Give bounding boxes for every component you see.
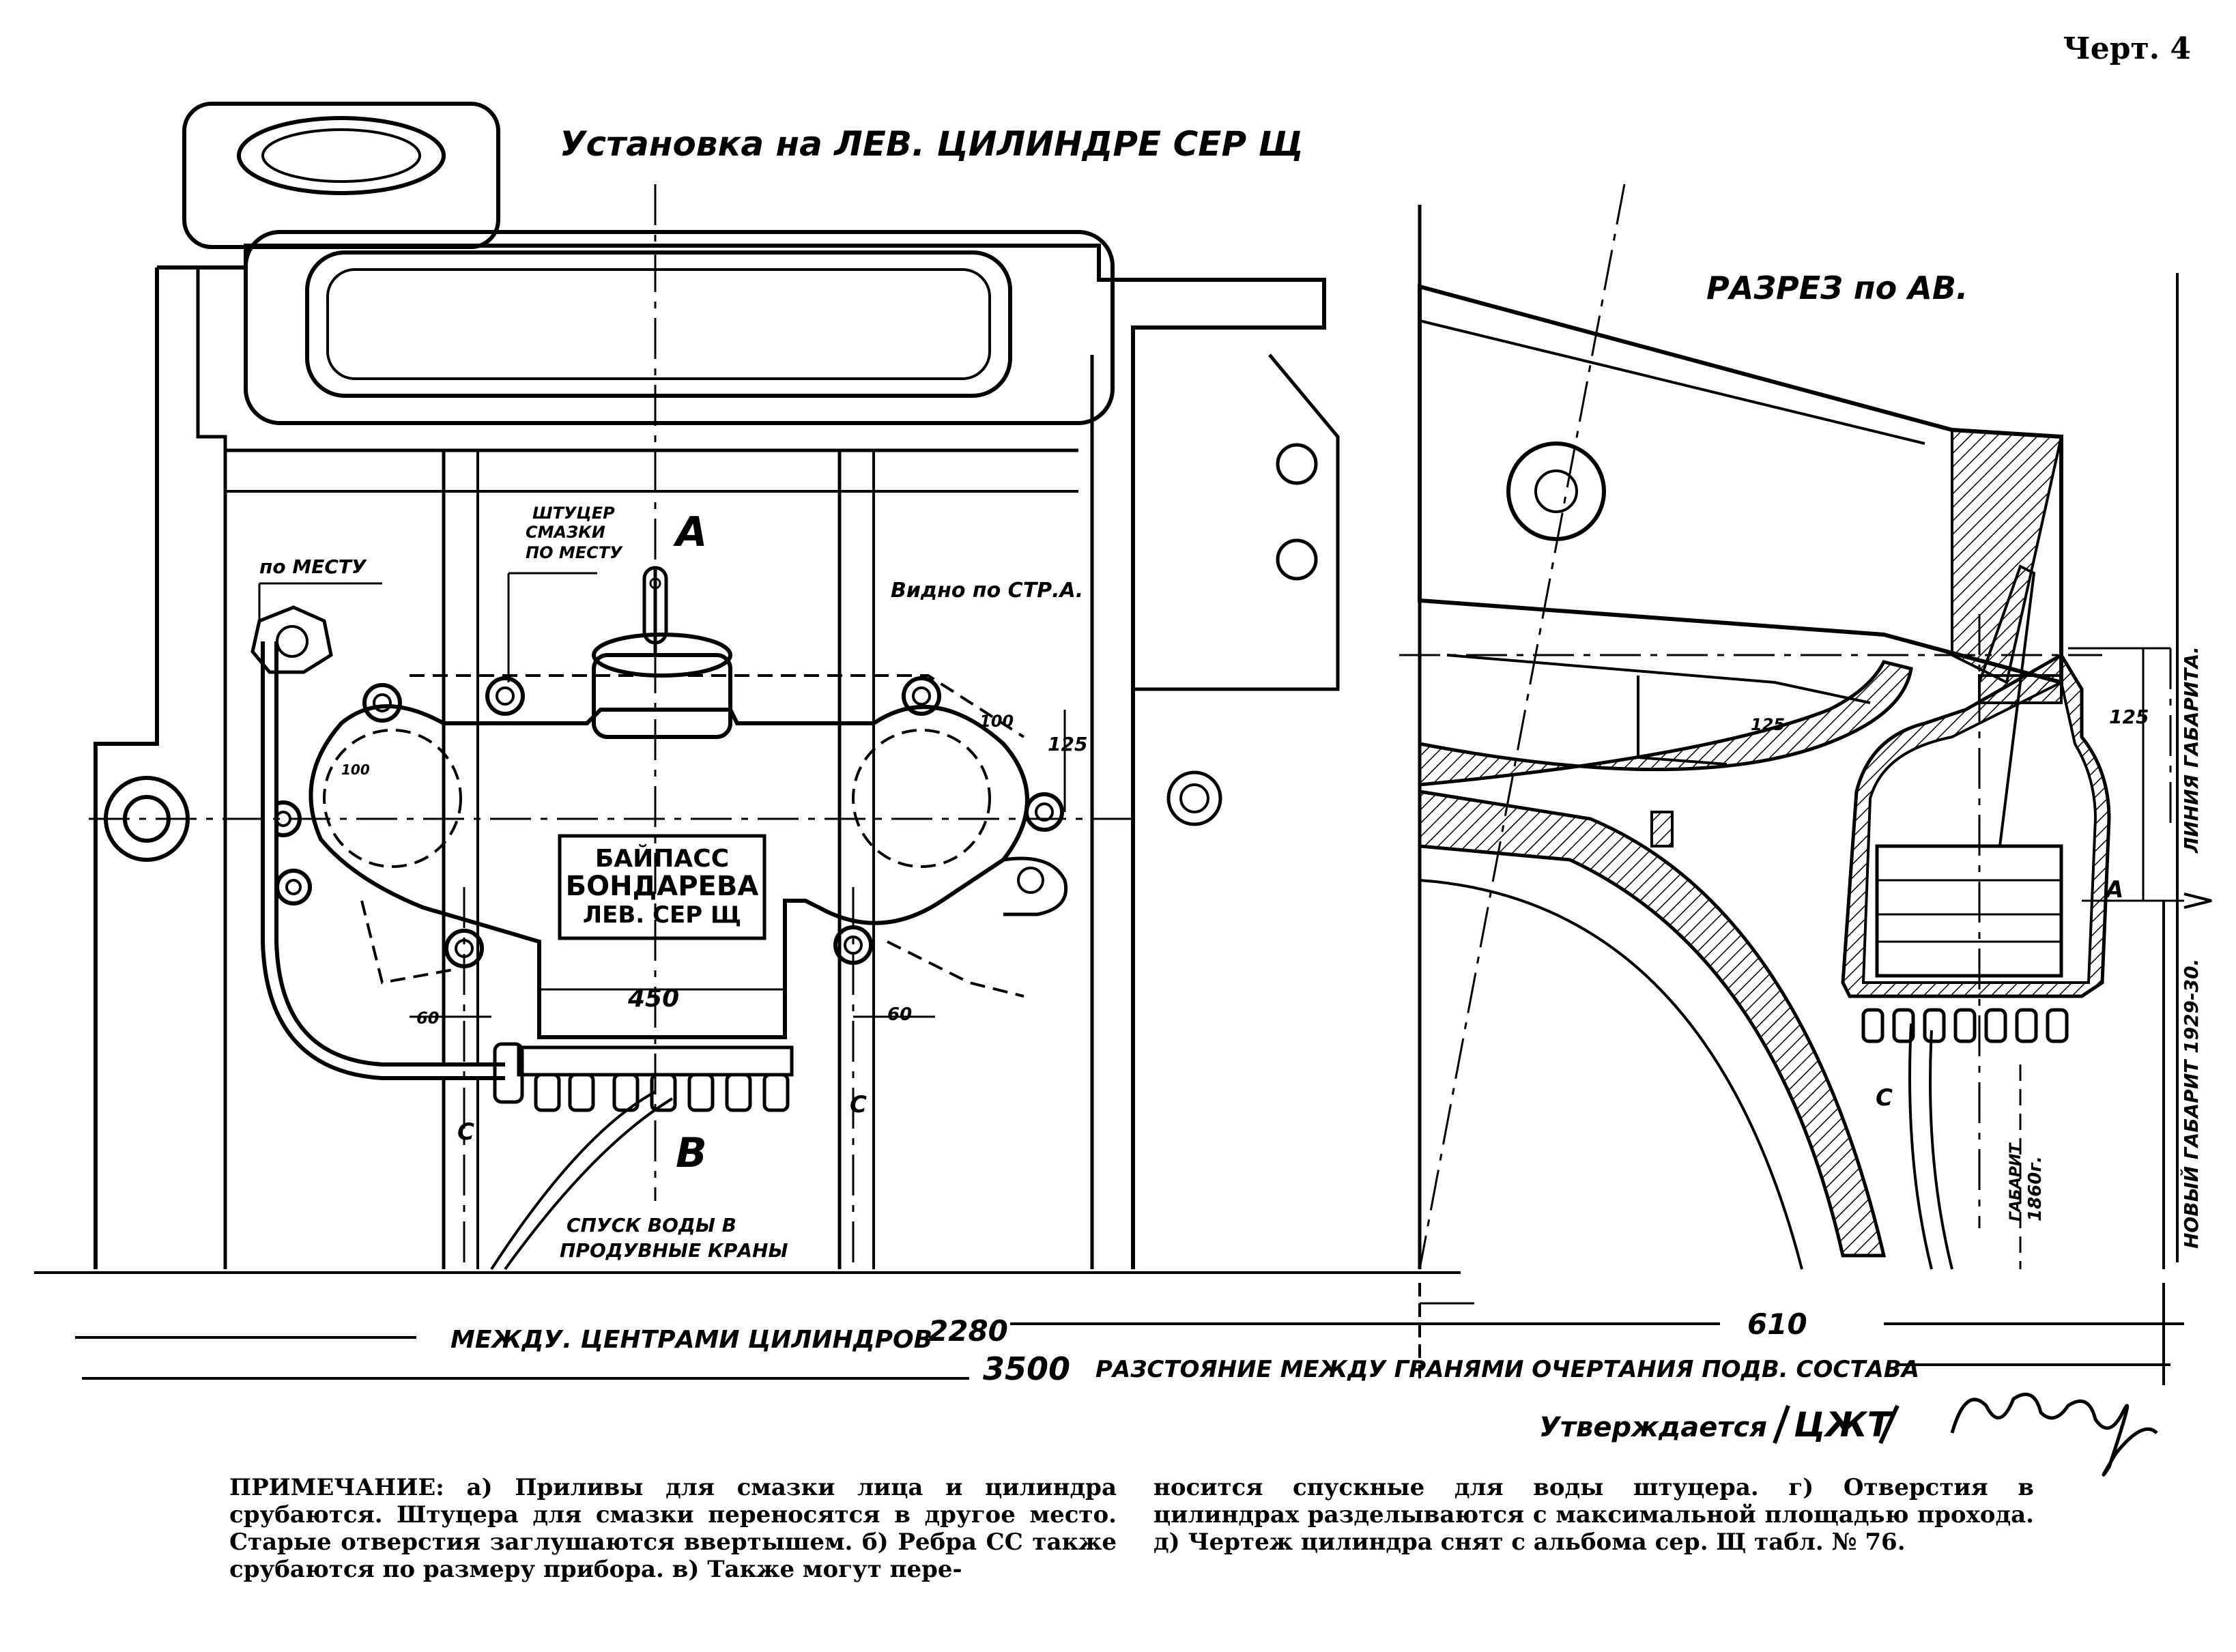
right-view-title: РАЗРЕЗ по АВ. [1706,270,1968,306]
label-rib-section: С [1876,1084,1893,1112]
dim-offset-value: 610 [1747,1307,1807,1341]
label-old-gabarit-1: ГАБАРИТ [2007,1142,2024,1221]
nameplate [558,834,766,940]
dim-125: 125 [1048,733,1087,755]
note-right-column: носится спускные для воды штуцера. г) От… [1153,1474,2034,1556]
steam-passage-hatch [1418,660,1913,787]
plate-line-3: ЛЕВ. СЕР Щ [583,901,741,929]
label-shtutser-3: ПО МЕСТУ [526,543,623,562]
dim-125-outer: 125 [2109,706,2149,728]
right-view [1399,184,2212,1305]
approval-org: ЦЖТ [1794,1405,1893,1445]
plate-line-1: БАЙПАСС [595,844,729,873]
signature [1950,1392,2158,1477]
label-drain-2: ПРОДУВНЫЕ КРАНЫ [560,1239,788,1262]
label-vidno: Видно по СТР.А. [891,579,1083,603]
left-view [34,102,1461,1274]
label-drain-1: СПУСК ВОДЫ В [567,1214,736,1236]
piston [1875,844,2063,978]
steam-chest-window [305,250,1012,398]
label-po-mestu: по МЕСТУ [259,555,367,578]
dim-centers-value: 2280 [928,1314,1008,1348]
dim-125-inner: 125 [1751,715,1785,734]
section-mark-a: А [673,508,707,556]
approval-divider [1773,1404,1790,1445]
dimension-lines [75,1283,2184,1385]
dim-centers-label: МЕЖДУ. ЦЕНТРАМИ ЦИЛИНДРОВ [450,1326,932,1354]
label-shtutser-1: ШТУЦЕР [532,504,615,523]
approval-text: Утверждается [1539,1412,1767,1443]
label-arrow-a: А [2104,876,2123,903]
note-right-text: носится спускные для воды штуцера. г) От… [1153,1474,2034,1556]
dim-60-right: 60 [887,1004,912,1025]
dim-450: 450 [627,985,679,1013]
lubricator-opening [237,116,446,195]
lubricator-box [182,102,500,249]
block-wall-hatch [1951,428,2063,684]
dim-60-left: 60 [416,1009,439,1028]
plate-line-2: БОНДАРЕВА [566,871,759,902]
note-left-column: ПРИМЕЧАНИЕ: а) Приливы для смазки лица и… [229,1474,1117,1583]
left-view-title: Установка на ЛЕВ. ЦИЛИНДРЕ СЕР Щ [560,124,1304,164]
label-rib-right: С [850,1091,867,1118]
label-rib-left: С [457,1118,474,1146]
steam-chest-frame [244,230,1115,425]
bypass-cap [592,653,732,739]
approval-divider-2 [1878,1404,1900,1445]
label-shtutser-2: СМАЗКИ [526,523,605,542]
sheet-number: Черт. 4 [2063,31,2191,66]
dim-outline-value: 3500 [983,1350,1070,1387]
label-gabarit-line: ЛИНИЯ ГАБАРИТА. [2180,646,2203,854]
note-left-text: ПРИМЕЧАНИЕ: а) Приливы для смазки лица и… [229,1474,1117,1583]
dim-100-left: 100 [341,762,370,778]
cylinder-casting-outline [94,244,1326,1269]
section-mark-b: В [676,1129,707,1177]
cylinder-shell-hatch [1418,789,1887,1258]
dim-100-right: 100 [979,712,1014,731]
label-old-gabarit-2: 1860г. [2025,1156,2046,1221]
dim-outline-label: РАЗСТОЯНИЕ МЕЖДУ ГРАНЯМИ ОЧЕРТАНИЯ ПОДВ.… [1095,1356,1919,1383]
pipe-nut [250,605,333,674]
label-new-gabarit: НОВЫЙ ГАБАРИТ 1929-30. [2179,959,2203,1249]
